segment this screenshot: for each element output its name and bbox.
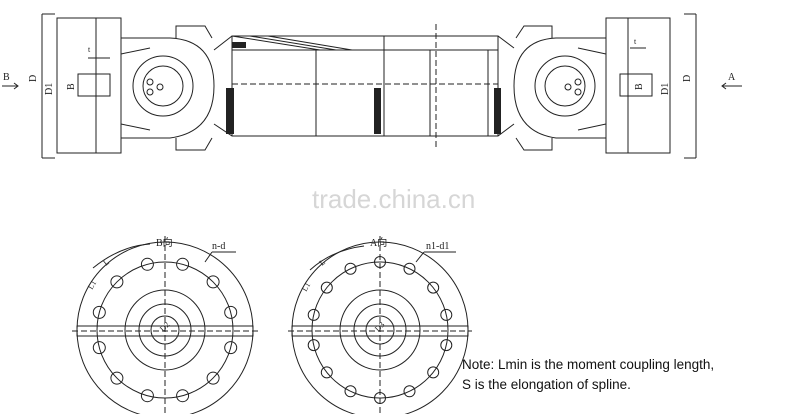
dim-d-right: D [682,75,693,82]
flange-b-bolt-hole [224,341,238,355]
flange-b-bolt-hole [206,275,220,289]
flange-a-bolt-hole [440,308,453,321]
flange-a-bolt-hole [374,392,386,404]
flange-b-title: B向 [156,236,173,249]
flange-a-bolt-hole [403,385,416,398]
flange-a-bolt-hole [403,262,416,275]
flange-b-bolt-hole [206,371,220,385]
flange-a-bolt-hole [307,308,320,321]
flange-a-title: A向 [370,236,387,249]
flange-a-bolt-hole [374,256,386,268]
dim-d1-left: D1 [44,83,55,95]
center-tube [213,24,515,150]
dim-b-left: B [66,83,77,90]
dim-t-left: t [88,45,91,54]
dim-d-left: D [28,75,39,82]
label-a-direction: A [728,72,736,83]
flange-a-bolt-hole [427,366,440,379]
flange-a-dim-l1: L1 [300,281,312,293]
flange-a-bolt-label: n1-d1 [426,241,449,252]
flange-b-bolt-hole [140,257,154,271]
flange-b-bolt-hole [92,305,106,319]
flange-a-bolt-hole [307,339,320,352]
note-line-2: S is the elongation of spline. [462,377,631,392]
flange-a-bolt-hole [344,262,357,275]
flange-b-bolt-label: n-d [212,241,225,252]
flange-b-dim-d2: D2 [158,320,171,333]
dim-d1-right: D1 [660,83,671,95]
flange-b-bolt-hole [110,371,124,385]
flange-a-bolt-hole [440,339,453,352]
note: Note: Lmin is the moment coupling length… [462,355,714,395]
label-b-direction: B [3,72,10,83]
flange-a-bolt-hole [344,385,357,398]
watermark: trade.china.cn [312,184,475,214]
right-flange [513,13,697,159]
flange-b-drawing [72,236,258,414]
flange-b-bolt-hole [140,389,154,403]
flange-a-bolt-hole [320,281,333,294]
flange-b-bolt-hole [176,257,190,271]
flange-a-dim-l: L [318,257,328,267]
flange-a-drawing [288,236,472,414]
dim-b-right: B [634,83,645,90]
flange-a-bolt-hole [320,366,333,379]
flange-b-bolt-hole [224,305,238,319]
flange-b-bolt-hole [176,389,190,403]
flange-b-bolt-hole [110,275,124,289]
dim-t-right: t [634,37,637,46]
flange-b-bolt-hole [92,341,106,355]
flange-b-dim-l: L [102,257,112,267]
flange-b-dim-l1: L1 [86,279,98,291]
left-flange [41,13,215,159]
note-line-1: Note: Lmin is the moment coupling length… [462,357,715,372]
flange-a-bolt-hole [427,281,440,294]
flange-a-dim-d3: D3 [373,320,386,333]
